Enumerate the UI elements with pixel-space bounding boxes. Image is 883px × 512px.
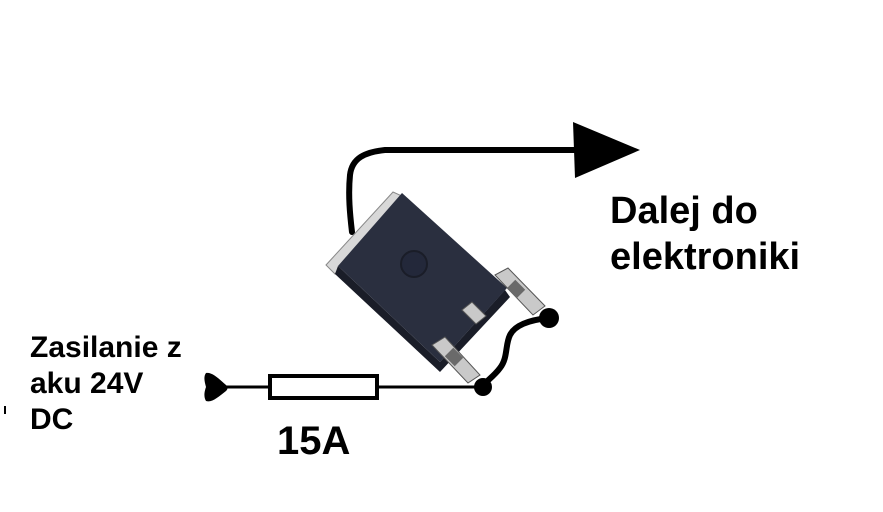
destination-label-line: elektroniki: [610, 236, 801, 278]
source-label-line: Zasilanie z: [30, 331, 182, 364]
transistor-pin-middle: [461, 301, 487, 325]
source-label: Zasilanie z aku 24V DC: [30, 330, 182, 438]
transistor-body: [338, 193, 507, 362]
destination-label: Dalej do elektroniki: [610, 188, 800, 280]
fuse-symbol: [268, 374, 379, 400]
pin-bridge-wire: [479, 315, 551, 389]
transistor-body-side: [335, 266, 510, 372]
transistor-component: [325, 191, 546, 384]
junction-dot-upper: [539, 308, 559, 328]
transistor-dimple: [400, 250, 428, 278]
source-label-line: aku 24V: [30, 367, 144, 400]
output-wire: [346, 147, 583, 235]
stray-mark: [4, 406, 6, 414]
destination-label-line: Dalej do: [610, 190, 758, 232]
output-arrow-icon: [573, 122, 640, 178]
input-terminal-icon: [204, 372, 228, 402]
source-label-line: DC: [30, 403, 74, 436]
fuse-rating-label: 15A: [277, 419, 351, 463]
